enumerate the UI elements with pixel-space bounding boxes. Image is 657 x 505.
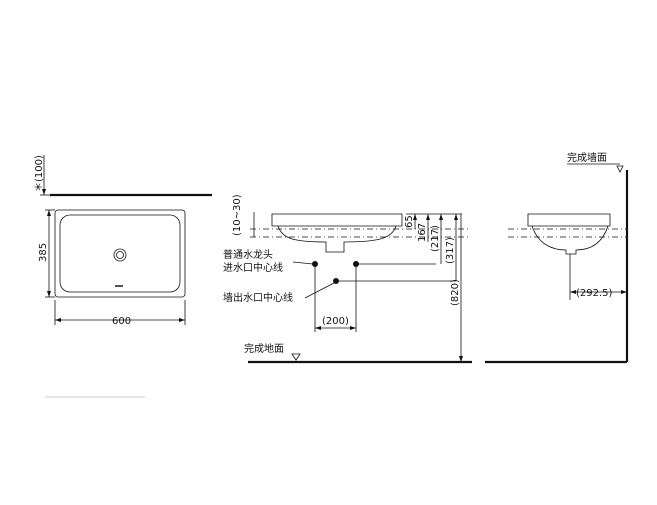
dim-292-text: (292.5) <box>576 288 613 299</box>
dim-600-text: 600 <box>112 316 131 327</box>
basin-bowl <box>277 225 397 253</box>
wall-label: 完成墙面 <box>567 151 607 164</box>
top-view: ＊(100) 385 600 <box>34 155 212 327</box>
dim-820-text: (820) <box>450 279 461 306</box>
faucet-label-line1: 普通水龙头 <box>223 248 273 261</box>
dim-100-text: ＊(100) <box>34 155 45 192</box>
dim-65-text: 65 <box>404 215 415 228</box>
wall-level-marker <box>616 165 624 173</box>
drain-outer-circle <box>113 248 127 262</box>
faucet-label-line2: 进水口中心线 <box>223 261 283 274</box>
front-basin-rim <box>527 213 611 227</box>
basin-rim <box>271 213 403 227</box>
dim-167-text: 167 <box>417 223 428 242</box>
basin-outer-outline <box>54 209 186 298</box>
side-view: (10~30) 65 167 (217) (317) (820) (200) 普… <box>223 194 472 364</box>
floor-level-marker <box>291 353 301 361</box>
faint-caption <box>45 396 145 398</box>
drain-inner-circle <box>116 251 124 259</box>
dim-217-text: (217) <box>430 225 441 252</box>
dim-200-text: (200) <box>322 316 349 327</box>
dim-10-30-text: (10~30) <box>232 194 243 236</box>
dim-317-text: (317) <box>445 237 456 264</box>
drain-label: 墙出水口中心线 <box>223 291 293 304</box>
front-basin-bowl <box>531 225 609 255</box>
floor-label: 完成地面 <box>244 342 284 355</box>
dim-385-text: 385 <box>38 243 49 262</box>
overflow-mark <box>115 285 123 287</box>
front-view: 完成墙面 (292.5) <box>485 151 629 364</box>
basin-inner-outline <box>59 214 181 293</box>
